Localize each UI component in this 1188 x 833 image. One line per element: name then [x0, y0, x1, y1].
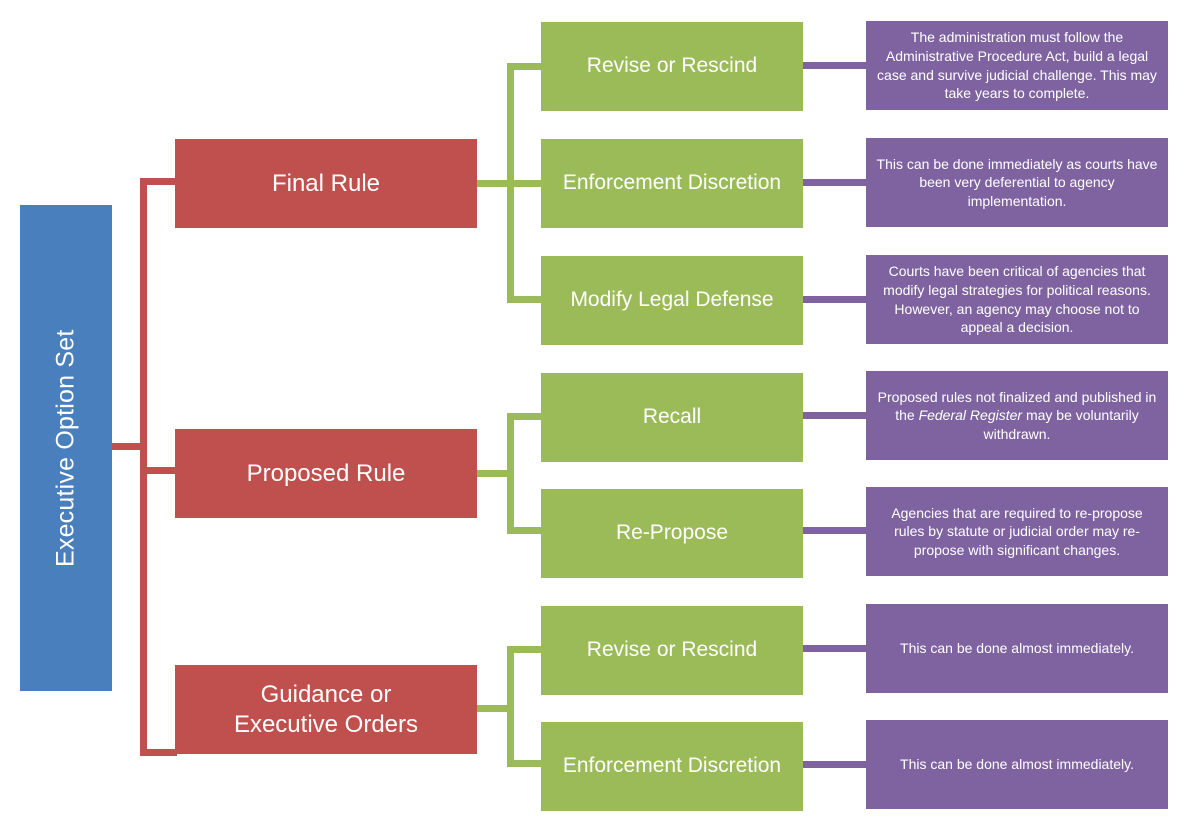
branch-node-label: Guidance or Executive Orders: [234, 680, 418, 740]
branch-node-label: Final Rule: [271, 169, 381, 197]
branch-node-guidance-executive-orders[interactable]: Guidance or Executive Orders: [175, 665, 477, 754]
connector-branch-arm-1: [140, 467, 177, 474]
note-text-pre: This can be done almost immediately.: [900, 640, 1134, 657]
connector-guidance-arm-0: [507, 646, 543, 653]
connector-final-rule-arm-1: [507, 180, 543, 187]
connector-proposed-rule-trunk: [507, 413, 514, 534]
option-node-revise-or-rescind-guidance[interactable]: Revise or Rescind: [541, 606, 803, 695]
connector-branch-arm-2: [140, 749, 177, 756]
note-node-text: This can be done almost immediately.: [900, 639, 1134, 658]
note-node-enforcement-discretion-guidance: This can be done almost immediately.: [866, 720, 1168, 809]
connector-proposed-rule-arm-1: [507, 527, 543, 534]
note-text-post: may be voluntarily withdrawn.: [983, 407, 1139, 442]
note-node-text: Proposed rules not finalized and publish…: [876, 388, 1158, 444]
connector-note-3: [803, 412, 867, 419]
connector-branch-arm-0: [140, 178, 177, 185]
note-node-re-propose: Agencies that are required to re-propose…: [866, 487, 1168, 576]
note-node-recall: Proposed rules not finalized and publish…: [866, 371, 1168, 460]
branch-node-label: Proposed Rule: [246, 459, 406, 487]
connector-note-5: [803, 645, 867, 652]
connector-proposed-rule-stub: [477, 470, 514, 477]
option-node-recall[interactable]: Recall: [541, 373, 803, 462]
option-node-label: Re-Propose: [615, 521, 729, 545]
note-node-modify-legal-defense: Courts have been critical of agencies th…: [866, 255, 1168, 344]
option-node-re-propose[interactable]: Re-Propose: [541, 489, 803, 578]
note-text-pre: Proposed rules not finalized and publish…: [877, 388, 1157, 424]
connector-final-rule-arm-0: [507, 63, 543, 70]
option-node-label: Revise or Rescind: [586, 638, 758, 662]
branch-node-proposed-rule[interactable]: Proposed Rule: [175, 429, 477, 518]
note-node-text: Courts have been critical of agencies th…: [876, 262, 1158, 336]
option-node-enforcement-discretion-guidance[interactable]: Enforcement Discretion: [541, 722, 803, 811]
note-node-enforcement-discretion-final: This can be done immediately as courts h…: [866, 138, 1168, 227]
branch-node-label-line1: Guidance or: [260, 680, 392, 708]
root-node-executive-option-set[interactable]: Executive Option Set: [20, 205, 112, 691]
branch-node-label-line2: Executive Orders: [233, 710, 419, 738]
option-node-label: Enforcement Discretion: [562, 171, 782, 195]
connector-guidance-stub: [477, 705, 514, 712]
connector-guidance-arm-1: [507, 760, 543, 767]
note-text-pre: This can be done immediately as courts h…: [876, 155, 1158, 209]
note-node-text: The administration must follow the Admin…: [876, 28, 1158, 102]
note-text-pre: Courts have been critical of agencies th…: [883, 263, 1151, 336]
option-node-revise-or-rescind-final[interactable]: Revise or Rescind: [541, 22, 803, 111]
option-node-label: Enforcement Discretion: [562, 754, 782, 778]
connector-proposed-rule-arm-0: [507, 413, 543, 420]
connector-note-0: [803, 62, 867, 69]
connector-final-rule-arm-2: [507, 296, 543, 303]
option-node-enforcement-discretion-final[interactable]: Enforcement Discretion: [541, 139, 803, 228]
branch-node-final-rule[interactable]: Final Rule: [175, 139, 477, 228]
connector-root-stub: [112, 443, 144, 450]
root-node-label: Executive Option Set: [51, 329, 80, 567]
note-text-italic: Federal Register: [918, 407, 1023, 424]
option-node-label: Revise or Rescind: [586, 54, 758, 78]
note-node-text: This can be done almost immediately.: [900, 755, 1134, 774]
option-node-modify-legal-defense[interactable]: Modify Legal Defense: [541, 256, 803, 345]
connector-note-2: [803, 296, 867, 303]
connector-note-1: [803, 179, 867, 186]
option-node-label: Modify Legal Defense: [570, 288, 774, 312]
option-node-label: Recall: [642, 405, 702, 429]
note-node-text: Agencies that are required to re-propose…: [876, 504, 1158, 560]
connector-note-6: [803, 761, 867, 768]
connector-note-4: [803, 527, 867, 534]
note-node-text: This can be done immediately as courts h…: [876, 155, 1158, 211]
note-text-pre: Agencies that are required to re-propose…: [891, 504, 1143, 558]
note-text-pre: The administration must follow the Admin…: [877, 29, 1157, 102]
note-node-revise-or-rescind-final: The administration must follow the Admin…: [866, 21, 1168, 110]
connector-guidance-trunk: [507, 646, 514, 767]
note-text-pre: This can be done almost immediately.: [900, 756, 1134, 773]
note-node-revise-or-rescind-guidance: This can be done almost immediately.: [866, 604, 1168, 693]
connector-final-rule-stub: [477, 180, 514, 187]
